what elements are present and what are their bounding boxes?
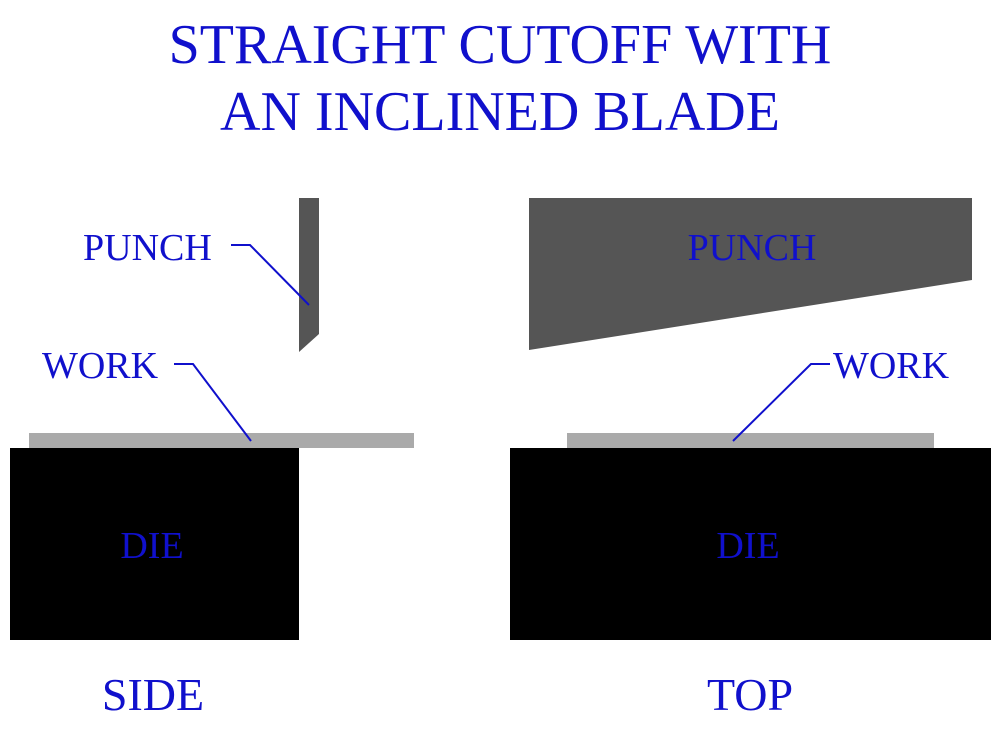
top-work-strip [567,433,934,448]
top-work-leader [732,363,830,442]
side-punch-label: PUNCH [83,227,212,269]
side-punch-leader [231,244,310,306]
top-die-block [510,448,991,640]
top-work-label: WORK [833,345,950,387]
side-die-block [10,448,299,640]
side-punch-blade [299,198,319,352]
side-view: PUNCH WORK DIE SIDE [10,198,414,720]
side-die-label: DIE [120,525,183,567]
top-punch-label: PUNCH [688,227,817,269]
top-view: PUNCH WORK DIE TOP [510,198,991,720]
title-line-2: AN INCLINED BLADE [220,81,780,143]
side-view-label: SIDE [102,669,204,720]
top-punch-blade [529,198,972,350]
top-view-label: TOP [707,669,793,720]
side-work-label: WORK [42,345,159,387]
title-line-1: STRAIGHT CUTOFF WITH [169,14,832,76]
top-die-label: DIE [716,525,779,567]
side-work-strip [29,433,414,448]
side-work-leader [174,363,252,442]
